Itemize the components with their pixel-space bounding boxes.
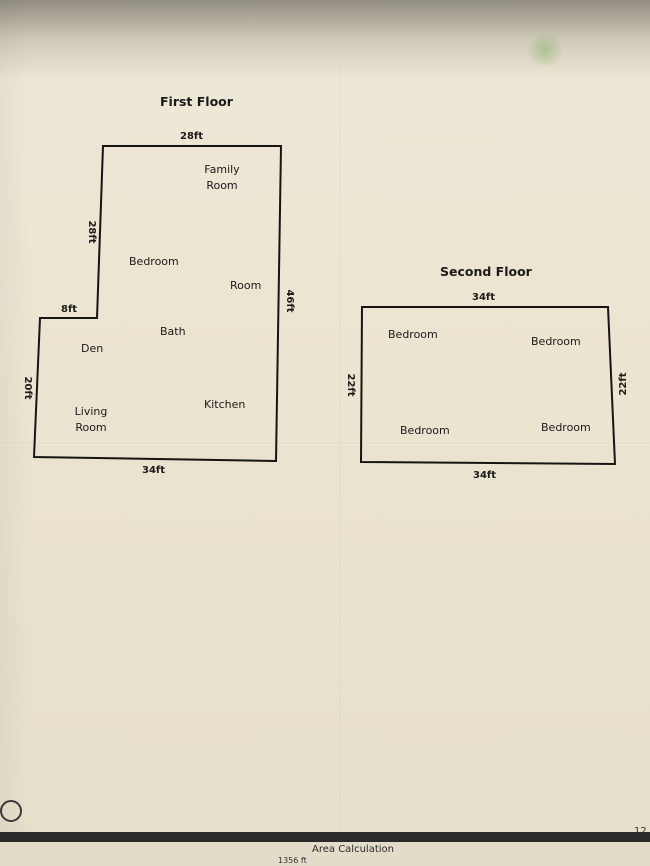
- seal-icon: [0, 800, 22, 822]
- room-label-bedroom-top-left: Bedroom: [388, 328, 438, 341]
- first-floor-bottom-dimension: 34ft: [142, 465, 166, 476]
- first-floor-left-upper-dimension: 28ft: [86, 220, 97, 244]
- room-label-family-room: Family Room: [202, 162, 242, 194]
- stain-mark: [528, 30, 562, 70]
- room-label-bedroom-top-right: Bedroom: [531, 335, 581, 348]
- room-label-den: Den: [81, 342, 104, 355]
- first-floor-title: First Floor: [160, 94, 233, 109]
- footer-strip: [0, 842, 650, 866]
- room-label-bedroom-bottom-right: Bedroom: [541, 421, 591, 434]
- first-floor-step-dimension: 8ft: [61, 304, 78, 315]
- room-label-bedroom-bottom-left: Bedroom: [400, 424, 450, 437]
- room-label-living-line2: Room: [75, 421, 107, 434]
- second-floor-top-dimension: 34ft: [472, 292, 496, 303]
- page-number: 12: [634, 826, 647, 837]
- room-label-family-line2: Room: [206, 179, 238, 192]
- room-label-family-line1: Family: [204, 163, 240, 176]
- first-floor-outline: [32, 145, 283, 463]
- first-floor-right-dimension: 46ft: [284, 289, 295, 313]
- first-floor-left-lower-dimension: 20ft: [22, 376, 33, 400]
- second-floor-bottom-dimension: 34ft: [473, 470, 497, 481]
- room-label-bath: Bath: [160, 325, 186, 338]
- room-label-room: Room: [230, 279, 262, 292]
- second-floor-left-dimension: 22ft: [345, 373, 356, 397]
- area-value: 1356 ft: [278, 856, 307, 865]
- footer-bar: [0, 832, 650, 842]
- second-floor-outline: [359, 306, 617, 466]
- first-floor-top-dimension: 28ft: [180, 131, 204, 142]
- room-label-bedroom: Bedroom: [129, 255, 179, 268]
- second-floor-title: Second Floor: [440, 264, 532, 279]
- vertical-fold-line: [340, 60, 342, 850]
- second-floor-right-dimension: 22ft: [618, 372, 629, 396]
- room-label-living-line1: Living: [74, 405, 108, 418]
- room-label-living-room: Living Room: [70, 404, 112, 436]
- area-calculation-label: Area Calculation: [312, 844, 394, 855]
- horizontal-fold-line: [0, 443, 650, 445]
- room-label-kitchen: Kitchen: [204, 398, 246, 411]
